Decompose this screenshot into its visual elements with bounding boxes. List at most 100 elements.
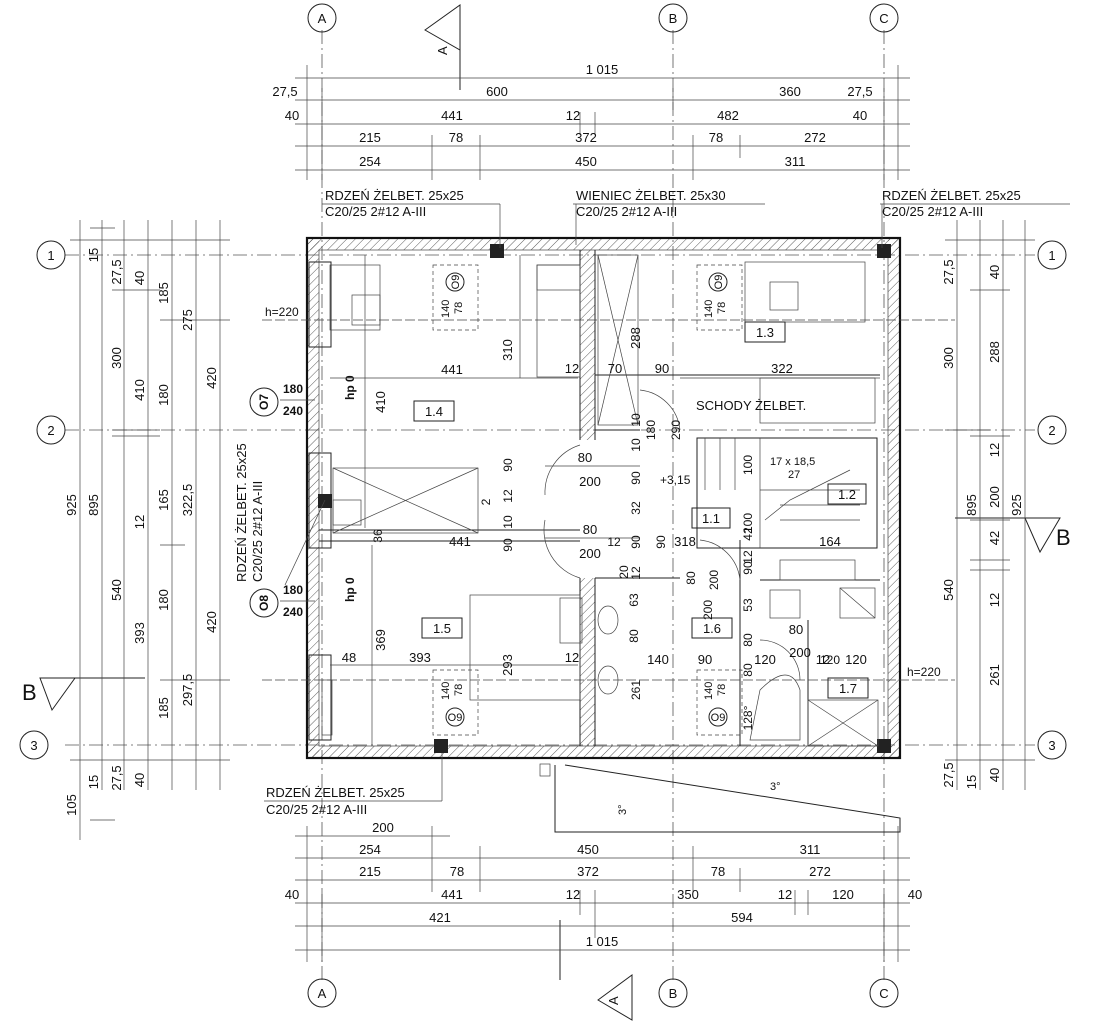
svg-text:1.3: 1.3: [756, 325, 774, 340]
axis-bubble-a-top: A: [307, 3, 337, 33]
svg-text:290: 290: [669, 420, 683, 440]
svg-text:288: 288: [987, 341, 1002, 363]
svg-text:3: 3: [30, 738, 37, 753]
dimension-chains-left: 925 895 105 15 300 540 15 27,5 410 12 39…: [64, 220, 230, 840]
svg-text:SCHODY ŻELBET.: SCHODY ŻELBET.: [696, 398, 806, 413]
svg-text:128°: 128°: [741, 705, 755, 730]
svg-text:63: 63: [627, 593, 641, 607]
svg-text:C: C: [879, 986, 888, 1001]
svg-text:90: 90: [629, 535, 643, 549]
svg-text:O9: O9: [448, 712, 463, 724]
svg-text:40: 40: [987, 265, 1002, 279]
svg-text:78: 78: [449, 130, 463, 145]
svg-text:200: 200: [789, 645, 811, 660]
svg-text:185: 185: [156, 697, 171, 719]
svg-text:80: 80: [684, 571, 698, 585]
svg-text:200: 200: [372, 820, 394, 835]
axis-bubble-b-bottom: B: [658, 978, 688, 1008]
svg-text:40: 40: [987, 768, 1002, 782]
svg-text:441: 441: [441, 108, 463, 123]
column-marker: [877, 739, 891, 753]
svg-text:+3,15: +3,15: [660, 473, 691, 487]
section-marker-b-right: B: [955, 517, 1071, 554]
svg-text:1: 1: [47, 248, 54, 263]
svg-text:288: 288: [628, 327, 643, 349]
svg-text:hp 0: hp 0: [343, 375, 357, 400]
svg-text:1 015: 1 015: [586, 934, 619, 949]
svg-text:350: 350: [677, 887, 699, 902]
svg-text:15: 15: [86, 775, 101, 789]
room-tags: 1.1 1.2 1.3 1.4 1.5 1.6 1.7: [413, 321, 869, 699]
walls: [305, 236, 902, 760]
svg-text:372: 372: [577, 864, 599, 879]
svg-text:297,5: 297,5: [180, 674, 195, 707]
svg-text:393: 393: [409, 650, 431, 665]
svg-text:48: 48: [342, 650, 356, 665]
axis-bubble-1-left: 1: [36, 240, 66, 270]
svg-text:90: 90: [654, 535, 668, 549]
svg-text:1 015: 1 015: [586, 62, 619, 77]
opening-tag-o7: O7 180 240 hp 0: [249, 375, 357, 418]
svg-text:441: 441: [449, 534, 471, 549]
svg-text:O9: O9: [713, 275, 725, 290]
svg-text:C20/25 2#12 A-III: C20/25 2#12 A-III: [250, 481, 265, 582]
room-tag-1-5: 1.5: [421, 617, 463, 639]
svg-text:1.7: 1.7: [839, 681, 857, 696]
svg-text:2: 2: [47, 423, 54, 438]
svg-text:1.6: 1.6: [703, 621, 721, 636]
svg-text:27: 27: [788, 469, 800, 481]
svg-text:15: 15: [964, 775, 979, 789]
svg-text:hp 0: hp 0: [343, 577, 357, 602]
svg-text:215: 215: [359, 864, 381, 879]
svg-text:180: 180: [156, 384, 171, 406]
column-marker: [490, 244, 504, 258]
svg-text:O9: O9: [450, 275, 462, 290]
dimension-chains-bottom: 200 254 450 311 215 78 372 78 272 40 441…: [285, 820, 922, 962]
svg-text:70: 70: [608, 361, 622, 376]
svg-text:O9: O9: [711, 712, 726, 724]
svg-text:310: 310: [500, 339, 515, 361]
svg-text:200: 200: [579, 474, 601, 489]
svg-text:372: 372: [575, 130, 597, 145]
svg-text:80: 80: [583, 522, 597, 537]
svg-text:27,5: 27,5: [847, 84, 872, 99]
svg-text:C: C: [879, 11, 888, 26]
svg-text:12: 12: [132, 515, 147, 529]
svg-text:B: B: [669, 986, 678, 1001]
svg-text:1.2: 1.2: [838, 487, 856, 502]
svg-text:A: A: [318, 986, 327, 1001]
axis-bubble-b-top: B: [658, 3, 688, 33]
svg-text:420: 420: [204, 611, 219, 633]
section-marker-b-left: B: [22, 677, 145, 712]
svg-text:78: 78: [711, 864, 725, 879]
svg-text:A: A: [318, 11, 327, 26]
svg-text:441: 441: [441, 362, 463, 377]
svg-text:RDZEŃ ŻELBET. 25x25: RDZEŃ ŻELBET. 25x25: [325, 188, 464, 203]
svg-text:80: 80: [789, 622, 803, 637]
svg-text:254: 254: [359, 842, 381, 857]
column-marker: [318, 494, 332, 508]
svg-text:42: 42: [987, 531, 1002, 545]
svg-text:40: 40: [853, 108, 867, 123]
svg-text:410: 410: [132, 379, 147, 401]
svg-text:200: 200: [987, 486, 1002, 508]
svg-text:360: 360: [779, 84, 801, 99]
svg-text:393: 393: [132, 622, 147, 644]
svg-text:12: 12: [816, 652, 830, 667]
svg-text:311: 311: [785, 154, 806, 169]
svg-text:293: 293: [500, 654, 515, 676]
svg-text:12: 12: [501, 489, 515, 503]
svg-text:O7: O7: [257, 394, 271, 410]
svg-text:140: 140: [440, 300, 452, 318]
svg-text:3°: 3°: [770, 781, 781, 793]
svg-text:261: 261: [987, 664, 1002, 686]
svg-text:27,5: 27,5: [109, 259, 124, 284]
svg-text:10: 10: [629, 438, 643, 452]
svg-text:100: 100: [741, 513, 755, 533]
svg-text:WIENIEC ŻELBET. 25x30: WIENIEC ŻELBET. 25x30: [576, 188, 726, 203]
section-marker-a-top: A: [424, 4, 461, 90]
svg-text:180: 180: [644, 420, 658, 440]
svg-text:140: 140: [703, 682, 715, 700]
svg-text:275: 275: [180, 309, 195, 331]
